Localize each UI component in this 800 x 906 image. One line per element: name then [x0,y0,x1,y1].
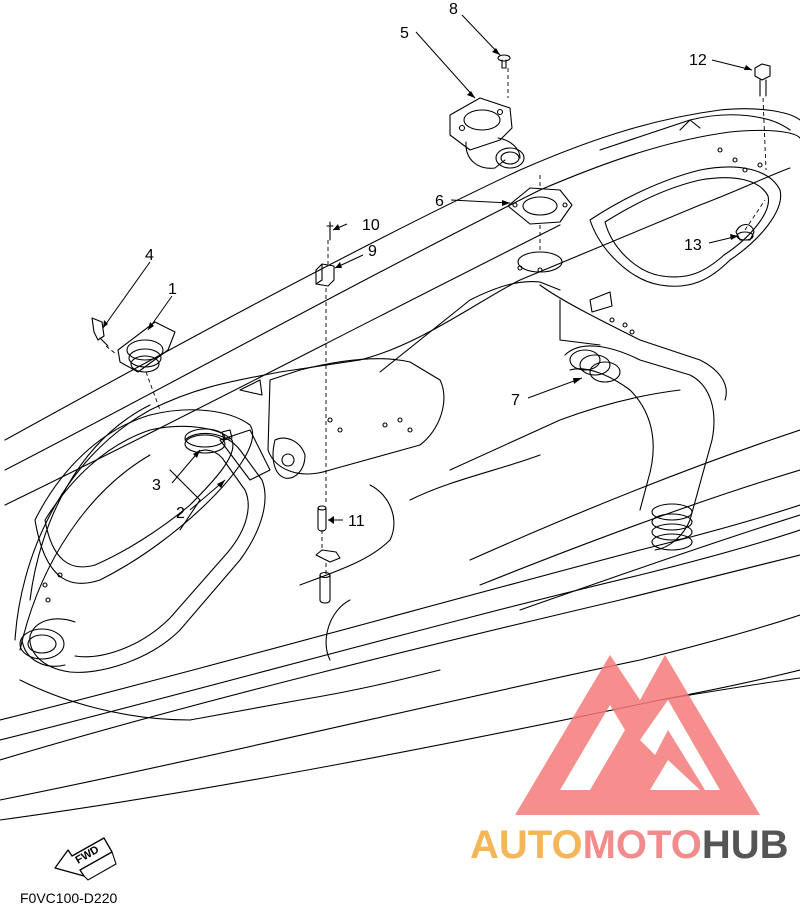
part-6-gasket [507,187,573,225]
watermark-text-hub: HUB [702,823,789,867]
part-12-bolt [754,63,771,97]
svg-text:AUTOMOTOHUB: AUTOMOTOHUB [470,823,789,867]
callout-1: 1 [168,281,177,298]
leader-lines [102,14,753,521]
part-4-rivet [91,317,109,347]
watermark-triangle-icon [515,655,760,815]
part-5-elbow [449,97,525,169]
watermark-text-moto: MOTO [583,823,702,867]
part-3-clamp [184,428,233,454]
callout-10: 10 [362,217,380,234]
callout-labels: 1 2 3 4 5 6 7 8 9 10 11 12 13 [145,1,707,530]
callout-12: 12 [689,52,707,69]
part-11-fitting [315,505,341,604]
part-7-right-duct [564,345,715,551]
deck-frame [14,114,791,721]
deck-hole [517,251,563,273]
callout-9: 9 [368,243,377,260]
watermark-text-auto: AUTO [470,823,583,867]
callout-8: 8 [449,1,458,18]
callout-11: 11 [348,513,365,530]
diagram-code: F0VC100-D220 [20,890,117,906]
part-8-screw [497,54,511,69]
part-9-cap [315,263,335,287]
part-10-pin [326,221,334,241]
part-1-flange [117,321,176,373]
callout-5: 5 [400,25,409,42]
callout-2: 2 [176,505,185,522]
fwd-arrow-icon: FWD [54,837,117,881]
hull-outline [0,108,800,821]
callout-7: 7 [511,392,520,409]
callout-6: 6 [435,193,444,210]
callout-3: 3 [152,477,161,494]
callout-4: 4 [145,247,154,264]
part-2-left-duct [19,432,266,673]
watermark-logo: AUTOMOTOHUB [470,655,789,867]
callout-13: 13 [684,237,702,254]
assembly-lines [105,68,767,575]
leader-arrows [103,48,752,524]
